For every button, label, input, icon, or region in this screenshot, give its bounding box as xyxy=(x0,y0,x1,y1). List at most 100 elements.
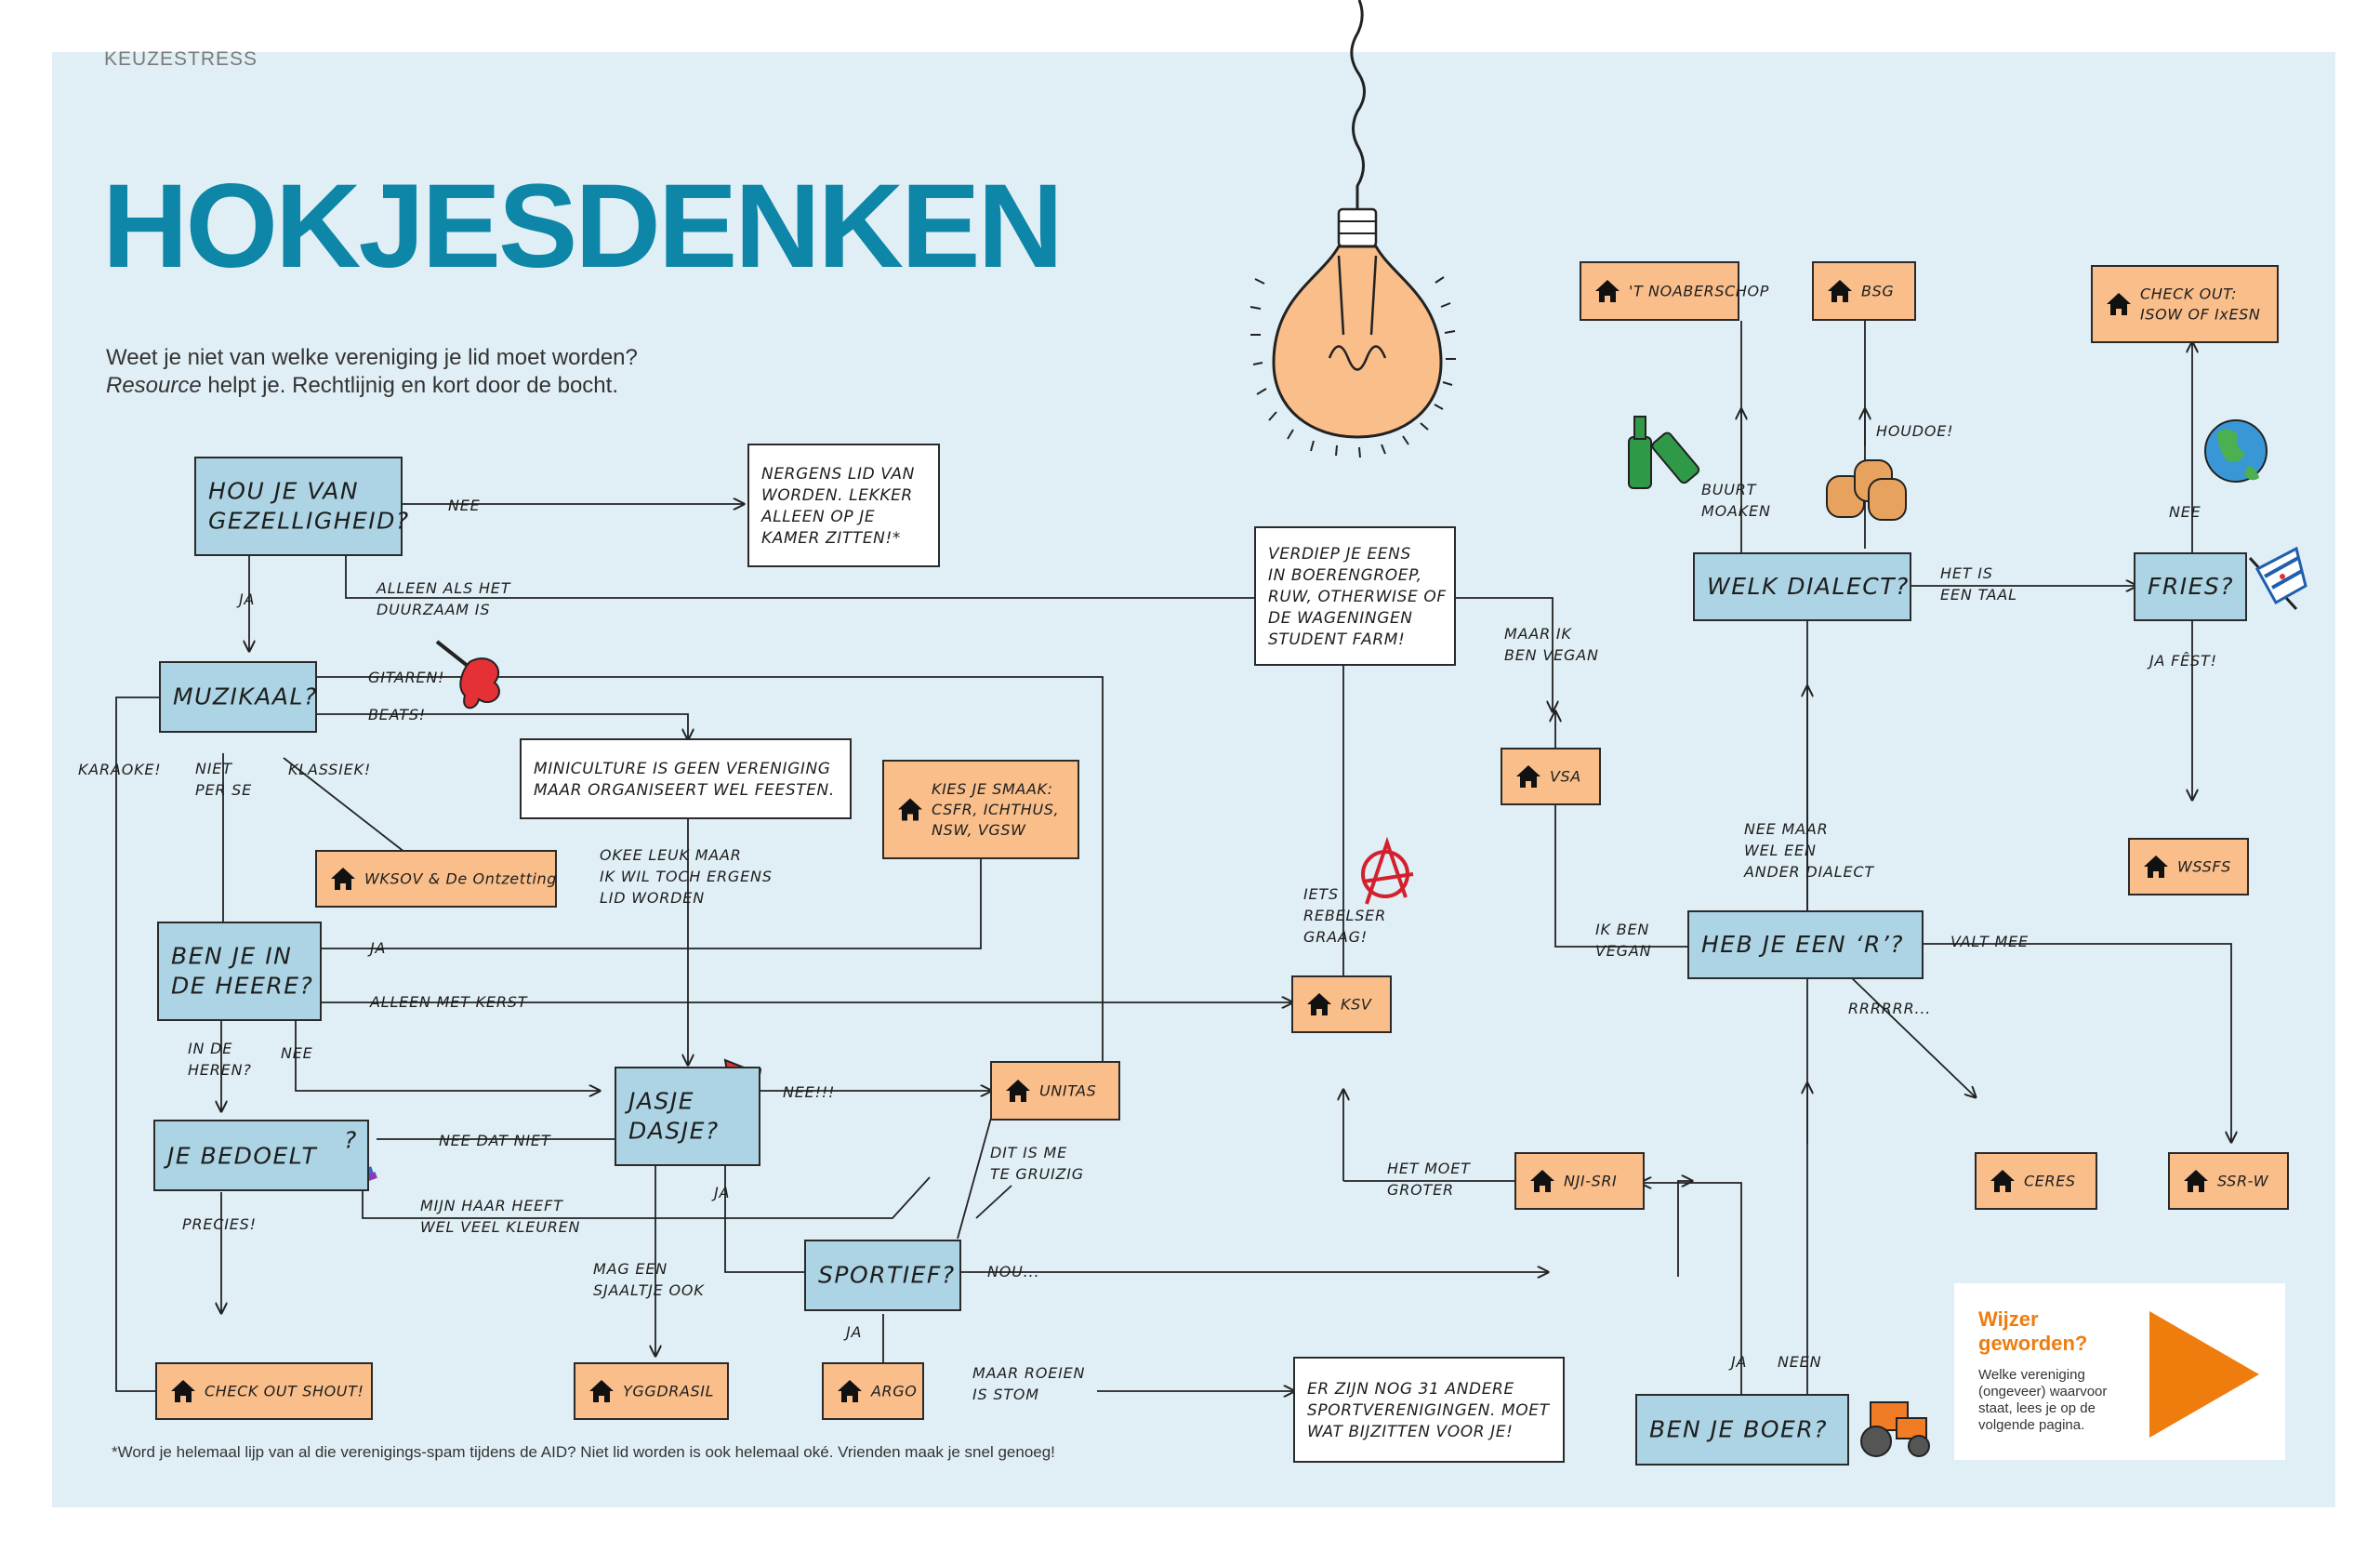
edge-label-line: GRAAG! xyxy=(1303,928,1368,946)
question-node-sportief: SPORTIEF? xyxy=(804,1240,961,1311)
note-node-nergens: NERGENS LID VAN WORDEN. LEKKER ALLEEN OP J… xyxy=(747,444,940,567)
node-text: CHECK OUT:ISOW OF IxESN xyxy=(2140,285,2260,324)
edge-label-line: IETS xyxy=(1303,885,1339,903)
node-line: SPORTIEF? xyxy=(818,1262,956,1289)
edge-label-nou: NOU... xyxy=(987,1263,1039,1280)
wijzer-title: Wijzer geworden? xyxy=(1978,1307,2088,1355)
node-line: VERDIEP JE EENS xyxy=(1268,545,1411,564)
edge-label-inde: IN DE HEREN? xyxy=(188,1040,252,1079)
edge-label-line: HOUDOE! xyxy=(1876,422,1953,440)
section-label: KEUZESTRESS xyxy=(104,48,258,70)
node-line: DE HEERE? xyxy=(171,973,313,1000)
wijzer-text: Welke vereniging (ongeveer) waarvoor sta… xyxy=(1978,1367,2108,1433)
edge-label-line: MIJN HAAR HEEFT xyxy=(420,1197,563,1214)
edge-label-line: BEN VEGAN xyxy=(1504,646,1599,664)
question-box xyxy=(804,1240,961,1311)
note-box xyxy=(520,738,852,819)
node-text: 'T NOABERSCHOP xyxy=(1629,283,1769,300)
edge-label-line: NEE xyxy=(2169,503,2202,521)
node-text: FRIES? xyxy=(2148,573,2234,600)
result-node-bsg: BSG xyxy=(1812,261,1916,321)
result-box xyxy=(315,850,557,908)
edge-label-neee: NEE!!! xyxy=(783,1083,835,1101)
edge-label-line: JA xyxy=(367,939,386,957)
edge-label-line: HET IS xyxy=(1940,564,1993,582)
house-icon xyxy=(1530,1170,1554,1192)
guitar-icon xyxy=(435,640,500,710)
node-line: NJI-SRI xyxy=(1564,1173,1617,1190)
node-text: ARGO xyxy=(870,1383,917,1400)
node-line: JE BEDOELT xyxy=(163,1143,318,1170)
edge-label-line: ALLEEN ALS HET xyxy=(376,579,511,597)
house-icon xyxy=(2184,1170,2208,1192)
house-icon xyxy=(838,1380,862,1402)
node-line: MAAR ORGANISEERT WEL FEESTEN. xyxy=(534,781,835,800)
edge-label-line: EEN TAAL xyxy=(1940,586,2017,604)
question-box xyxy=(194,457,403,556)
edge-label-karaoke: KARAOKE! xyxy=(78,761,162,778)
edge-label-line: NIET xyxy=(195,760,232,777)
edge-label-line: JA xyxy=(236,590,255,608)
edge-label-line: VEGAN xyxy=(1595,942,1651,960)
result-node-noaberschop: 'T NOABERSCHOP xyxy=(1580,261,1769,321)
edge-label-nee3: NEE xyxy=(2169,503,2202,521)
edge-label-kerst: ALLEEN MET KERST xyxy=(369,993,528,1011)
edge-label-line: OKEE LEUK MAAR xyxy=(600,846,742,864)
question-box xyxy=(615,1067,760,1166)
edge-label-line: ALLEEN MET KERST xyxy=(369,993,528,1011)
result-node-wksov: WKSOV & De Ontzetting xyxy=(315,850,557,908)
edge-label-line: NEE!!! xyxy=(783,1083,835,1101)
edge-label-line: REBELSER xyxy=(1303,907,1386,924)
result-node-shout: CHECK OUT SHOUT! xyxy=(155,1362,373,1420)
edge-label-ja5: JA xyxy=(1728,1353,1747,1371)
next-page-arrow-icon[interactable] xyxy=(2149,1311,2259,1438)
node-line: ? xyxy=(344,1127,358,1154)
node-line: STUDENT FARM! xyxy=(1268,630,1405,649)
question-node-bedoelt: JE BEDOELT? xyxy=(153,1120,369,1191)
edge-label-line: HEREN? xyxy=(188,1061,252,1079)
question-box xyxy=(2134,552,2247,621)
question-box xyxy=(1687,910,1924,979)
node-line: WKSOV & De Ontzetting xyxy=(364,870,557,888)
edge-label-line: IS STOM xyxy=(972,1386,1039,1403)
intro-source: Resource xyxy=(106,373,202,398)
node-line: WORDEN. LEKKER xyxy=(761,486,913,505)
node-line: BSG xyxy=(1861,283,1894,300)
edge-label-taal: HET IS EEN TAAL xyxy=(1940,564,2017,604)
edge-label-line: KLASSIEK! xyxy=(288,761,371,778)
node-line: CERES xyxy=(2024,1173,2076,1190)
node-line: ISOW OF IxESN xyxy=(2140,306,2260,324)
edge-label-line: MAG EEN xyxy=(593,1260,668,1278)
house-icon xyxy=(1006,1080,1030,1102)
node-line: VSA xyxy=(1550,768,1581,786)
edge-label-line: IK BEN xyxy=(1595,921,1649,938)
edge-label-line: LID WORDEN xyxy=(600,889,705,907)
edge-label-line: GITAREN! xyxy=(368,669,444,686)
edge-label-line: NEE xyxy=(281,1044,313,1062)
edge-label-jafest: JA FÊST! xyxy=(2147,652,2217,670)
node-text: BSG xyxy=(1861,283,1894,300)
note-box xyxy=(747,444,940,567)
edge-label-nee2: NEE xyxy=(281,1044,313,1062)
node-text: SSR-W xyxy=(2217,1173,2269,1190)
house-icon xyxy=(1516,765,1540,788)
edge-label-vegan2: IK BEN VEGAN xyxy=(1595,921,1651,960)
node-line: SPORTVERENIGINGEN. MOET xyxy=(1307,1401,1551,1420)
node-line: NERGENS LID VAN xyxy=(761,465,915,484)
edge-label-line: IN DE xyxy=(188,1040,232,1057)
anarchy-icon xyxy=(1361,836,1414,905)
edge-label-line: TE GRUIZIG xyxy=(990,1165,1084,1183)
node-text: NJI-SRI xyxy=(1564,1173,1617,1190)
background-panel xyxy=(52,52,2335,1507)
node-line: ALLEEN OP JE xyxy=(760,508,875,526)
